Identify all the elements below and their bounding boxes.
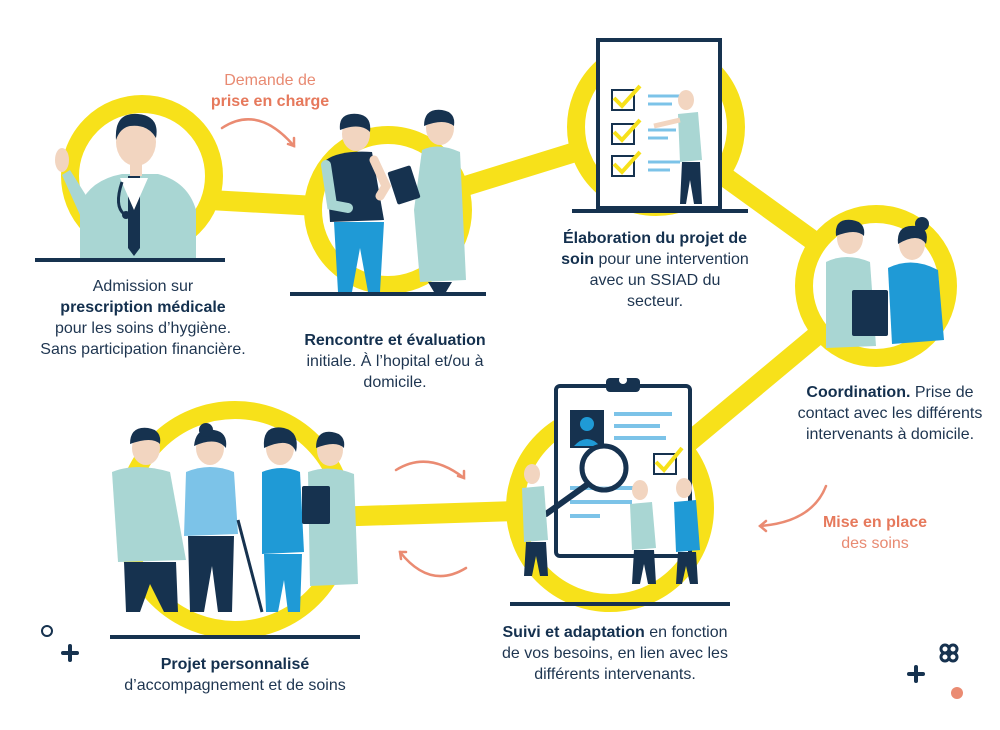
plus-deco-left xyxy=(61,644,79,662)
meeting-illustration xyxy=(321,109,466,292)
arrow-demande xyxy=(220,118,296,148)
step-elaboration-bold: Élaboration du projet de soin xyxy=(561,230,747,268)
arrow-suivi-right xyxy=(394,460,466,480)
step-coordination-bold: Coordination. xyxy=(806,384,911,401)
plus-deco-right xyxy=(907,665,925,683)
step-rencontre-text: Rencontre et évaluation initiale. À l’ho… xyxy=(304,332,486,391)
step-coordination-text: Coordination. Prise de contact avec les … xyxy=(797,384,983,443)
coordination-illustration xyxy=(826,217,944,348)
transition-demande-text: Demande de prise en charge xyxy=(210,72,330,110)
base-lines xyxy=(35,209,748,639)
step-projet-text: Projet personnalisé d’accompagnement et … xyxy=(124,656,346,694)
clipboard-illustration xyxy=(522,376,700,584)
team-illustration xyxy=(112,423,358,613)
arrow-suivi-left xyxy=(398,550,468,578)
coral-dot-deco xyxy=(951,687,963,699)
step-rencontre-bold: Rencontre et évaluation xyxy=(304,332,486,349)
step-suivi-bold: Suivi et adaptation xyxy=(502,624,645,641)
flower-deco xyxy=(939,643,959,663)
checklist-illustration xyxy=(596,38,722,210)
step-suivi-text: Suivi et adaptation en fonction de vos b… xyxy=(502,624,728,683)
ring-deco xyxy=(41,625,53,637)
step-admission-bold: prescription médicale xyxy=(60,299,226,316)
transition-mise-text: Mise en place des soins xyxy=(822,514,928,552)
step-elaboration-text: Élaboration du projet de soin pour une i… xyxy=(561,230,749,310)
decorations xyxy=(41,625,963,699)
arrow-mise xyxy=(758,484,828,528)
doctor-illustration xyxy=(55,113,196,258)
step-admission-text: Admission sur prescription médicale pour… xyxy=(40,278,246,358)
transition-arrows xyxy=(220,118,828,578)
step-projet-bold: Projet personnalisé xyxy=(160,656,310,673)
